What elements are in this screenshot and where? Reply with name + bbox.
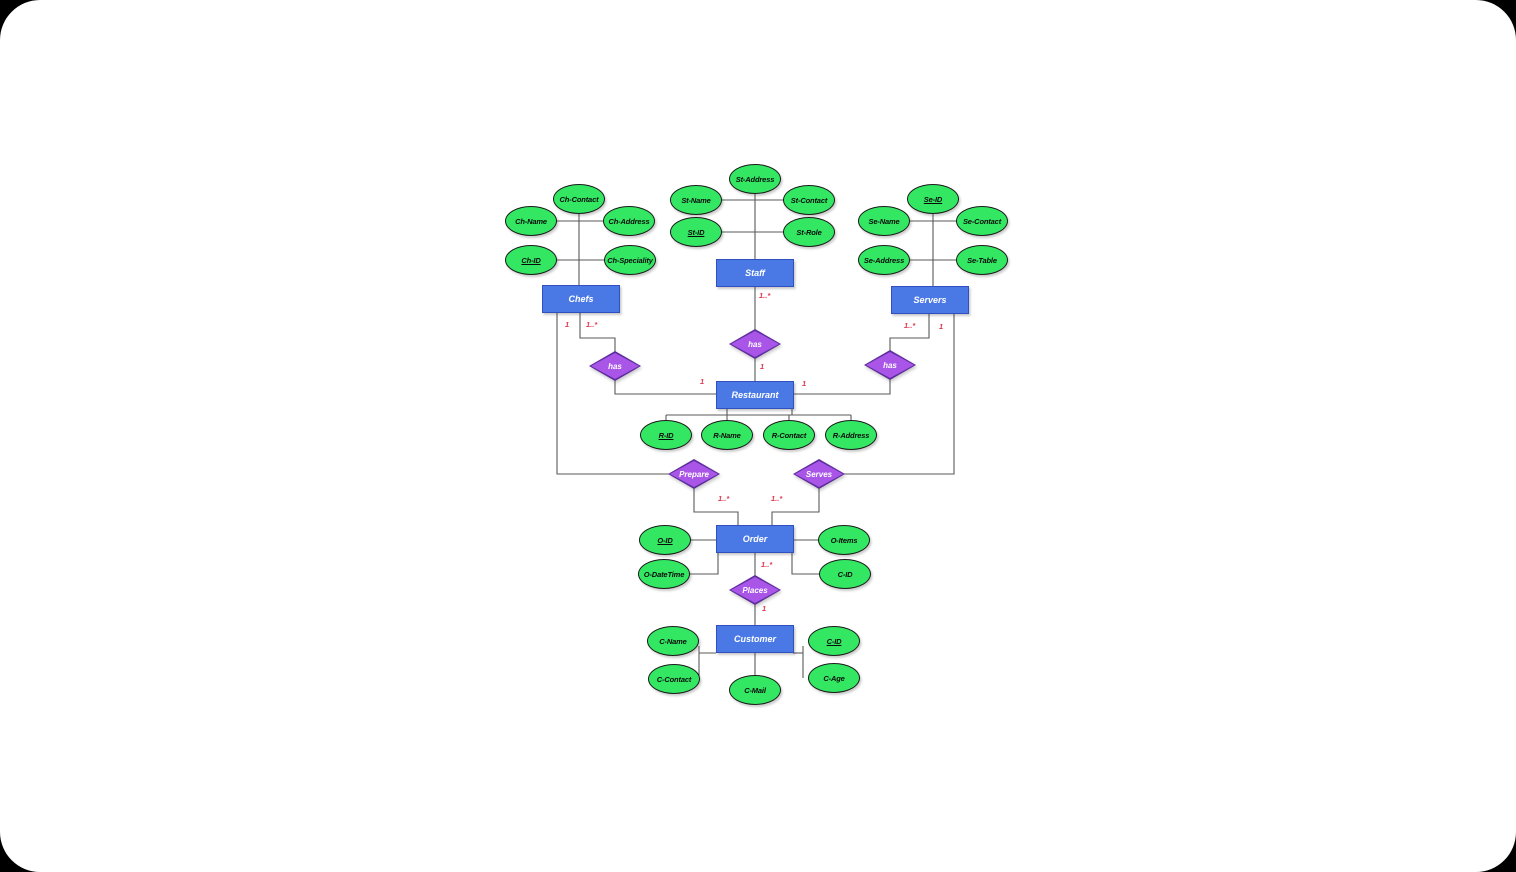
connector [791,553,820,575]
cardinality-serves-order: 1..* [771,494,783,503]
relationship-label: Prepare [679,469,709,479]
relationship-label: Places [742,585,768,595]
cardinality-staff-has: 1..* [759,291,771,300]
attribute-r-address: R-Address [825,420,877,450]
attribute-se-address: Se-Address [858,245,910,275]
attribute-se-id: Se-ID [907,184,959,214]
relationship-label: has [748,339,762,349]
cardinality-places-customer: 1 [762,604,767,613]
attribute-se-contact: Se-Contact [956,206,1008,236]
attribute-c-contact: C-Contact [648,664,700,694]
cardinality-chefs-has: 1..* [586,320,598,329]
attribute-ch-speciality: Ch-Speciality [604,245,656,275]
cardinality-order-places: 1..* [761,560,773,569]
connector [556,312,669,475]
relationship-label: Serves [805,469,833,479]
connector [689,553,719,575]
attribute-r-id: R-ID [640,420,692,450]
attribute-order-c-id: C-ID [819,559,871,589]
cardinality-servers-has: 1..* [904,321,916,330]
attribute-st-name: St-Name [670,185,722,215]
attribute-ch-contact: Ch-Contact [553,184,605,214]
entity-restaurant: Restaurant [716,381,794,409]
entity-order: Order [716,525,794,553]
attribute-st-role: St-Role [783,217,835,247]
attribute-c-age: C-Age [808,663,860,693]
cardinality-chefs-prepare: 1 [565,320,570,329]
connector [794,379,891,395]
attribute-st-address: St-Address [729,164,781,194]
attribute-ch-address: Ch-Address [603,206,655,236]
cardinality-servers-serves: 1 [939,322,944,331]
attribute-ch-name: Ch-Name [505,206,557,236]
connector [771,488,820,525]
entity-staff: Staff [716,259,794,287]
attribute-o-id: O-ID [639,525,691,555]
cardinality-prepare-order: 1..* [718,494,730,503]
relationship-serves: Serves [793,459,845,489]
cardinality-restaurant-right: 1 [802,379,807,388]
entity-customer: Customer [716,625,794,653]
relationship-has-middle: has [729,329,781,359]
cardinality-has-restaurant: 1 [760,362,765,371]
connector [889,313,930,351]
attribute-st-contact: St-Contact [783,185,835,215]
relationship-prepare: Prepare [668,459,720,489]
attribute-c-mail: C-Mail [729,675,781,705]
attribute-se-table: Se-Table [956,245,1008,275]
entity-chefs: Chefs [542,285,620,313]
attribute-o-datetime: O-DateTime [638,559,690,589]
connector [844,313,955,475]
entity-servers: Servers [891,286,969,314]
attribute-st-id: St-ID [670,217,722,247]
attribute-o-items: O-Items [818,525,870,555]
connector [614,380,716,395]
attribute-c-id: C-ID [808,626,860,656]
attribute-r-contact: R-Contact [763,420,815,450]
attribute-se-name: Se-Name [858,206,910,236]
attribute-c-name: C-Name [647,626,699,656]
relationship-has-right: has [864,350,916,380]
relationship-label: has [608,361,622,371]
relationship-label: has [883,360,897,370]
connector [579,312,616,352]
relationship-places: Places [729,575,781,605]
attribute-r-name: R-Name [701,420,753,450]
attribute-ch-id: Ch-ID [505,245,557,275]
cardinality-restaurant-left: 1 [700,377,705,386]
connector [693,488,739,525]
relationship-has-left: has [589,351,641,381]
